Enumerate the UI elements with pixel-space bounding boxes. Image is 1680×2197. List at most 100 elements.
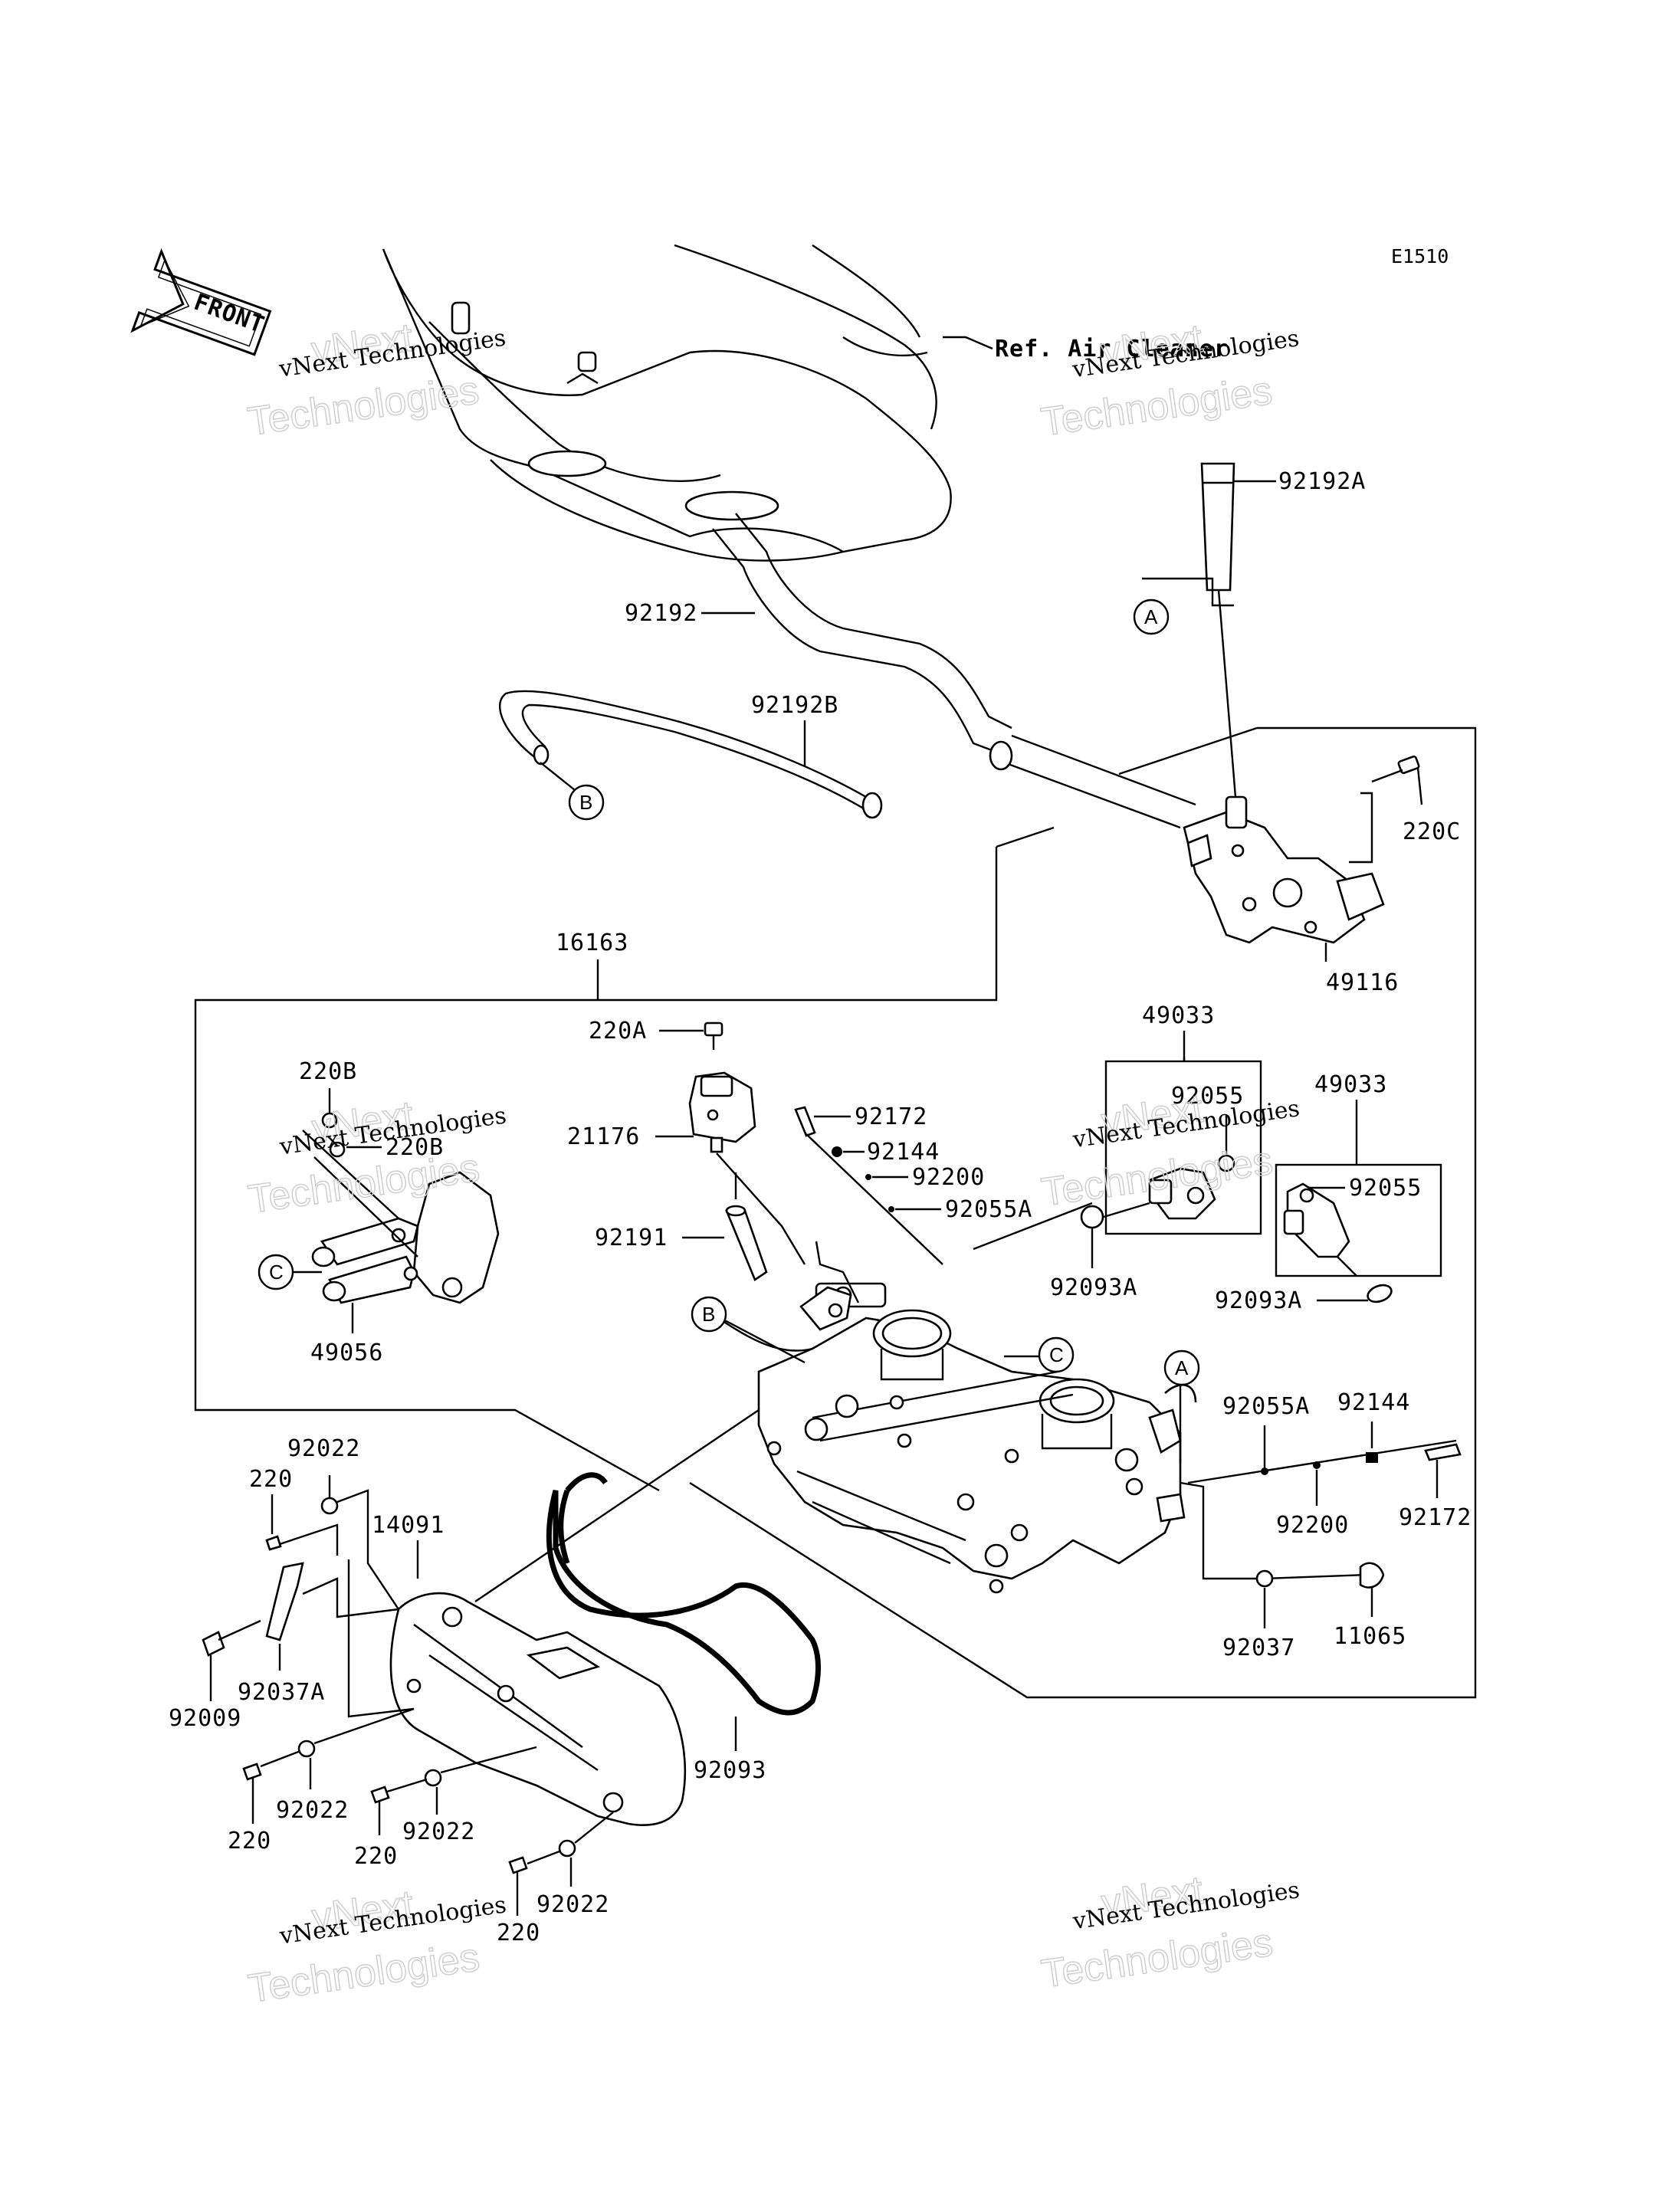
- label-92022-b: 92022: [402, 1818, 475, 1845]
- washer-92022-c: [558, 1839, 576, 1858]
- callout-a-body-icon: [1163, 1349, 1200, 1386]
- label-92022-a: 92022: [276, 1797, 349, 1824]
- seal-92093A-2: [1367, 1284, 1393, 1303]
- watermark-5: vNext Technologies vNext Technologies: [245, 1882, 508, 2012]
- hose-92192A: [1142, 462, 1237, 798]
- label-92200-top: 92200: [912, 1164, 985, 1191]
- ring-92200-top: [865, 1174, 871, 1180]
- bolt-220-a: [242, 1763, 262, 1781]
- callout-c-left-icon: [258, 1254, 294, 1290]
- screw-92172-right: [1424, 1443, 1462, 1461]
- ring-92200-right: [1313, 1461, 1321, 1469]
- cover-14091: [389, 1592, 687, 1826]
- label-92172-top: 92172: [855, 1103, 927, 1130]
- label-49116: 49116: [1326, 969, 1399, 996]
- callout-b-body-label: B: [702, 1303, 715, 1326]
- label-92037A: 92037A: [238, 1679, 325, 1706]
- bolt-220B-1: [321, 1112, 338, 1129]
- label-92022-top: 92022: [287, 1435, 360, 1462]
- label-92192A: 92192A: [1278, 468, 1366, 495]
- label-220-a: 220: [228, 1828, 271, 1854]
- oring-92144-top: [832, 1146, 842, 1157]
- ref-air-cleaner-label: Ref. Air Cleaner: [995, 336, 1229, 362]
- watermark-6: vNext Technologies vNext Technologies: [1039, 1867, 1301, 1997]
- label-14091: 14091: [372, 1512, 445, 1539]
- screw-92172-top: [794, 1106, 816, 1137]
- injector-49033-1: [1148, 1167, 1216, 1220]
- label-16163: 16163: [556, 930, 628, 956]
- label-49033-2: 49033: [1314, 1071, 1387, 1098]
- callout-c-body-label: C: [1049, 1343, 1064, 1366]
- label-92055A-top: 92055A: [945, 1196, 1032, 1223]
- label-92200-right: 92200: [1276, 1512, 1349, 1539]
- front-arrow-icon: [130, 248, 272, 356]
- callout-a-icon: [1133, 598, 1170, 635]
- label-220-c: 220: [497, 1920, 540, 1946]
- bolt-220B-2: [329, 1141, 346, 1158]
- label-21176: 21176: [567, 1123, 640, 1150]
- injector-49033-2: [1283, 1182, 1357, 1277]
- label-220B-1: 220B: [299, 1058, 357, 1085]
- callout-c-left-label: C: [269, 1261, 284, 1284]
- callout-b-label: B: [579, 791, 592, 814]
- bolt-220-b: [370, 1785, 390, 1804]
- callout-a-body-label: A: [1175, 1356, 1189, 1379]
- hose-92192B: [498, 690, 883, 819]
- callout-b-icon: [568, 784, 605, 821]
- washer-92022-a: [297, 1740, 316, 1758]
- diagram-code: E1510: [1391, 245, 1449, 267]
- label-92055A-right: 92055A: [1222, 1393, 1310, 1420]
- label-92192: 92192: [625, 600, 697, 627]
- bolt-220A: [704, 1021, 724, 1050]
- label-92172-right: 92172: [1399, 1504, 1472, 1531]
- oring-92055-1: [1217, 1154, 1235, 1172]
- label-92093: 92093: [694, 1757, 766, 1784]
- label-11065: 11065: [1334, 1623, 1406, 1650]
- label-49056: 49056: [310, 1340, 383, 1366]
- label-92055-1: 92055: [1171, 1083, 1244, 1110]
- label-92144-right: 92144: [1337, 1389, 1410, 1416]
- label-92192B: 92192B: [751, 692, 838, 719]
- throttle-body-assembly: [757, 1282, 1197, 1594]
- label-220B-2: 220B: [386, 1134, 444, 1161]
- label-92093A-1: 92093A: [1050, 1274, 1137, 1301]
- bolt-220C: [1371, 755, 1420, 783]
- oring-92055A-right: [1261, 1467, 1268, 1475]
- label-92009: 92009: [169, 1705, 241, 1732]
- bolt-220-top: [265, 1535, 282, 1551]
- watermark-1: vNext Technologies vNext Technologies: [244, 315, 507, 445]
- label-92022-c: 92022: [536, 1891, 609, 1918]
- bracket-49056: [302, 1130, 500, 1304]
- isc-valve-49116: [1183, 795, 1385, 944]
- air-cleaner-housing: [382, 244, 993, 562]
- injector-box-2: [1275, 1163, 1442, 1277]
- clamp-92037: [1255, 1569, 1274, 1588]
- oring-92055A-top: [888, 1206, 894, 1212]
- cap-11065: [1359, 1562, 1385, 1589]
- hose-92191: [725, 1205, 768, 1281]
- watermark-4: vNext Technologies vNext Technologies: [1039, 1086, 1301, 1215]
- bolt-220-c: [508, 1856, 528, 1874]
- belt-92093: [546, 1490, 821, 1716]
- label-220-top: 220: [249, 1466, 293, 1493]
- oring-92144-right: [1366, 1452, 1378, 1463]
- hose-92192: [712, 513, 1196, 829]
- callout-a-label: A: [1144, 605, 1158, 628]
- label-92037: 92037: [1222, 1635, 1295, 1661]
- label-220C: 220C: [1403, 818, 1461, 845]
- label-92144-top: 92144: [867, 1139, 940, 1166]
- label-92191: 92191: [595, 1225, 668, 1251]
- callout-c-body-icon: [1038, 1336, 1075, 1373]
- callout-b-body-icon: [691, 1296, 727, 1333]
- label-92093A-2: 92093A: [1215, 1287, 1302, 1314]
- sensor-21176: [688, 1071, 756, 1153]
- label-220A: 220A: [589, 1018, 647, 1044]
- washer-92022-b: [424, 1769, 442, 1787]
- bracket-92037A: [265, 1562, 304, 1641]
- bolt-92009: [202, 1631, 225, 1657]
- watermark-2: vNext Technologies vNext Technologies: [1038, 316, 1301, 445]
- label-92055-2: 92055: [1349, 1175, 1422, 1202]
- label-220-b: 220: [354, 1843, 398, 1870]
- injector-box-1: [1104, 1060, 1262, 1235]
